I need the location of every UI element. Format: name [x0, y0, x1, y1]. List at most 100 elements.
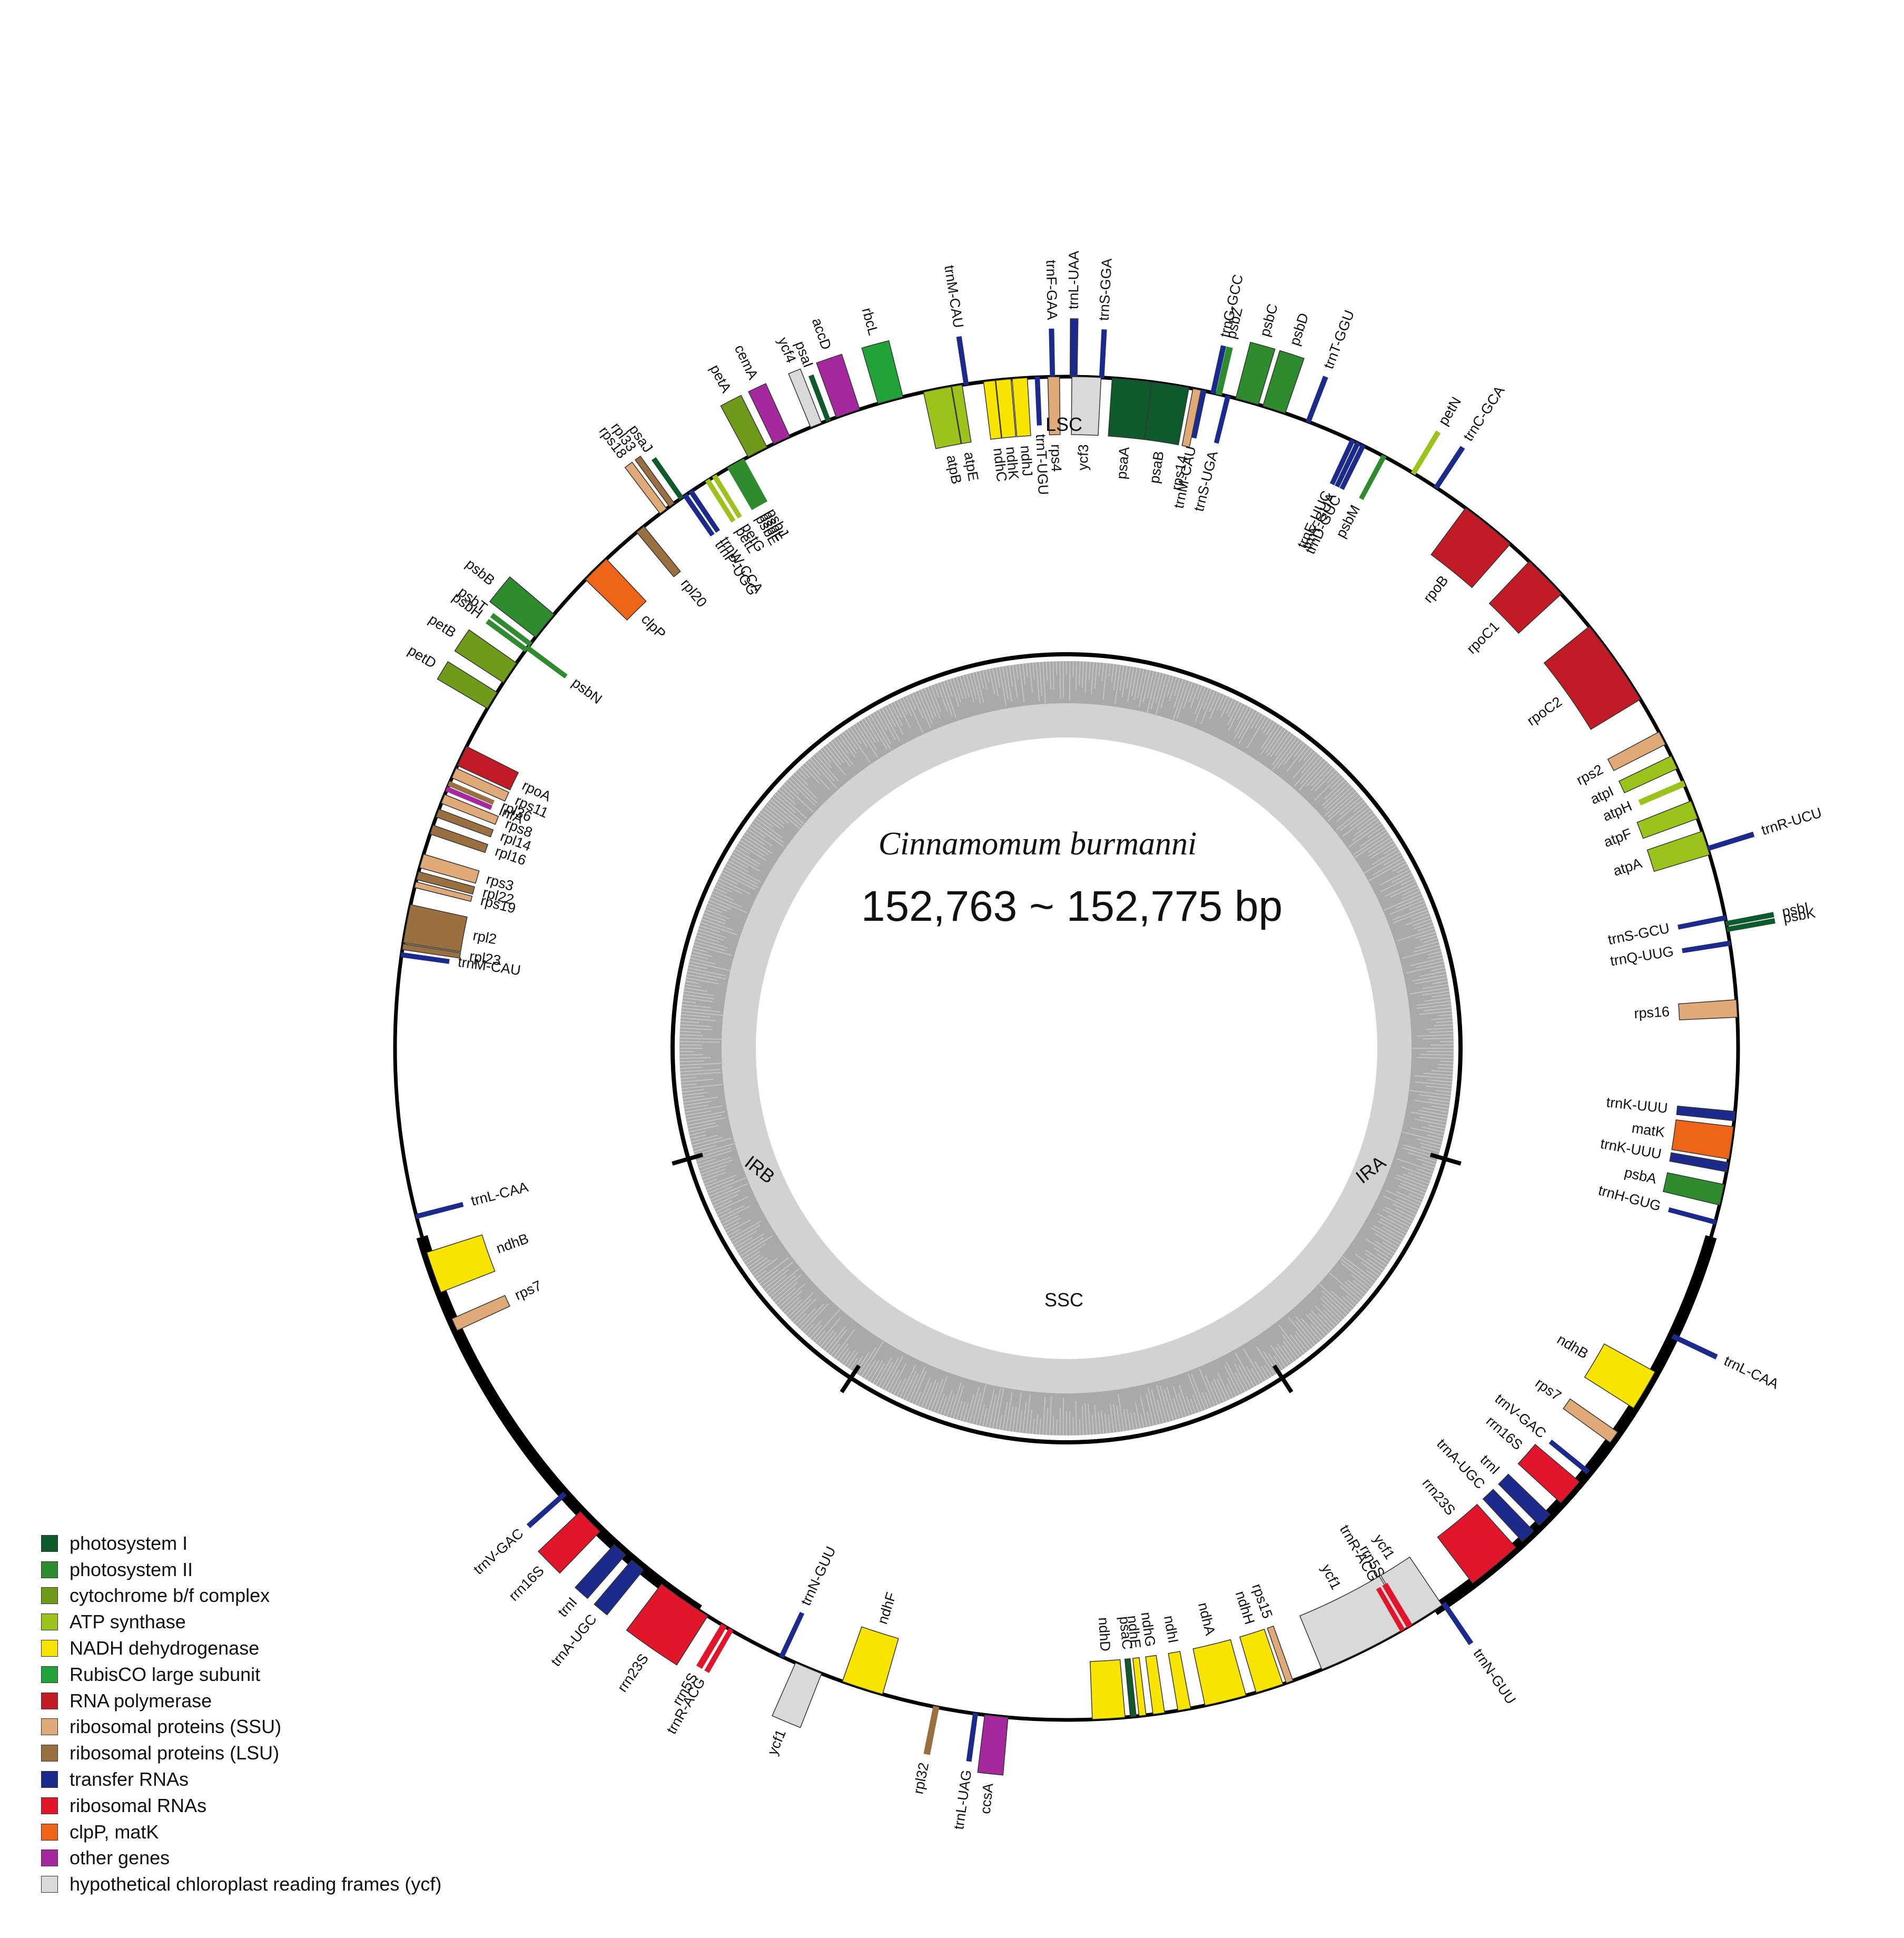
- gene-label-rps2: rps2: [1574, 761, 1605, 788]
- gene-label-ndhi: ndhI: [1161, 1615, 1181, 1645]
- gene-block-rrn23s: [626, 1583, 708, 1666]
- gene-label-psbd: psbD: [1287, 311, 1312, 348]
- legend-label: ribosomal proteins (SSU): [70, 1716, 282, 1738]
- legend-label: RNA polymerase: [70, 1689, 212, 1711]
- gene-label-trnv-gac: trnV-GAC: [470, 1526, 526, 1578]
- gene-block-atpa: [1646, 831, 1710, 872]
- gene-block-cema: [748, 383, 791, 445]
- gene-block-psbd: [1262, 350, 1305, 414]
- gene-label-rpob: rpoB: [1420, 573, 1451, 606]
- region-boundary-2: [840, 1364, 861, 1393]
- gene-label-rrn23s: rrn23S: [1419, 1475, 1458, 1519]
- gene-block-rpl16: [429, 824, 489, 853]
- gene-block-trns-uga: [1214, 395, 1231, 444]
- legend-item-cytochrome-b-f-complex: cytochrome b/f complex: [41, 1583, 441, 1609]
- gene-block-rpl23: [401, 943, 461, 959]
- species-name: Cinnamomum burmanni: [879, 826, 1197, 862]
- gene-block-trnc-gca: [1433, 446, 1465, 490]
- legend-label: transfer RNAs: [70, 1768, 189, 1791]
- gene-label-trnq-uug: trnQ-UUG: [1609, 943, 1675, 969]
- gene-block-atph: [1638, 780, 1686, 805]
- gene-block-trnd-guc: [1339, 444, 1366, 490]
- gene-block-ycf1: [1299, 1576, 1410, 1670]
- gene-block-rps15: [1267, 1625, 1294, 1684]
- gene-block-trnw-cca: [688, 489, 721, 533]
- gene-label-psbn: psbN: [569, 675, 605, 707]
- legend-item-ribosomal-rnas: ribosomal RNAs: [41, 1793, 441, 1819]
- legend-swatch: [41, 1850, 58, 1867]
- gene-block-trnm-cau: [400, 952, 450, 964]
- gene-label-trni: trnI: [555, 1594, 580, 1620]
- gene-block-rps19: [414, 881, 473, 902]
- gene-label-cema: cemA: [732, 342, 761, 382]
- legend-label: photosystem I: [70, 1532, 188, 1554]
- legend-swatch: [41, 1640, 58, 1657]
- gene-block-rpoc1: [1488, 560, 1562, 634]
- gene-block-psaj: [652, 457, 684, 500]
- gene-block-petb: [454, 629, 517, 683]
- gene-block-psab: [1144, 381, 1190, 446]
- gene-block-ycf4: [788, 368, 822, 428]
- gene-label-ycf1: ycf1: [764, 1727, 789, 1757]
- legend-item-hypothetical-chloroplast-reading-frames-ycf-: hypothetical chloroplast reading frames …: [41, 1871, 441, 1897]
- gene-block-ccsa: [977, 1714, 1009, 1776]
- gene-label-rpoc1: rpoC1: [1464, 618, 1502, 657]
- gene-label-psaa: psaA: [1113, 446, 1132, 480]
- legend-item-clpp-matk: clpP, matK: [41, 1819, 441, 1845]
- legend-swatch: [41, 1745, 58, 1762]
- gene-label-ycf1: ycf1: [1318, 1562, 1344, 1592]
- gene-block-peta: [720, 395, 768, 458]
- legend-label: other genes: [70, 1847, 170, 1869]
- gene-label-psbc: psbC: [1257, 302, 1281, 338]
- legend-swatch: [41, 1614, 58, 1631]
- gene-block-ndhc: [983, 380, 1002, 440]
- gene-block-psbm: [1359, 454, 1387, 500]
- gene-label-rpl32: rpl32: [910, 1761, 932, 1795]
- gene-label-ndhc: ndhC: [990, 447, 1010, 483]
- gene-block-trne-uuc: [1329, 438, 1355, 486]
- gene-block-trnh-gug: [1668, 1207, 1717, 1225]
- gene-label-psba: psbA: [1623, 1164, 1658, 1187]
- gene-block-atpe: [951, 384, 972, 445]
- gene-block-trnk-uuu: [1676, 1105, 1736, 1122]
- gene-label-rps16: rps16: [1634, 1004, 1670, 1021]
- gene-label-trnt-ggu: trnT-GGU: [1320, 308, 1357, 371]
- gene-block-ndhd: [1089, 1659, 1126, 1720]
- gc-ring-inner: [756, 737, 1377, 1359]
- gene-label-matk: matK: [1631, 1120, 1666, 1140]
- gene-block-rpl22: [416, 871, 475, 895]
- legend-swatch: [41, 1534, 58, 1552]
- gene-block-trnt-ugu: [1034, 376, 1042, 426]
- gene-label-atpa: atpA: [1611, 855, 1644, 879]
- gene-label-ccsa: ccsA: [977, 1783, 996, 1815]
- gene-label-trnl-uag: trnL-UAG: [951, 1769, 974, 1831]
- gene-block-trnf-gaa: [1049, 328, 1055, 378]
- gene-label-rrn23s: rrn23S: [614, 1651, 652, 1695]
- gene-block-trna-ugc: [594, 1559, 644, 1616]
- region-label-ssc: SSC: [1044, 1289, 1083, 1311]
- gene-block-rpob: [1431, 507, 1511, 588]
- legend-item-transfer-rnas: transfer RNAs: [41, 1766, 441, 1793]
- gene-block-psbn: [525, 645, 568, 679]
- region-boundary-1: [1272, 1364, 1294, 1393]
- gene-block-rpoa: [457, 746, 519, 791]
- gene-label-trnl-caa: trnL-CAA: [1722, 1353, 1781, 1392]
- legend-item-atp-synthase: ATP synthase: [41, 1609, 441, 1635]
- legend-label: cytochrome b/f complex: [70, 1585, 270, 1607]
- gene-block-trns-gga: [1099, 329, 1107, 379]
- region-boundary-3: [672, 1153, 704, 1166]
- gene-block-ndhj: [1011, 377, 1031, 437]
- legend-swatch: [41, 1587, 58, 1605]
- gene-label-ndhf: ndhF: [874, 1590, 899, 1626]
- gene-label-trnl-uaa: trnL-UAA: [1066, 251, 1082, 309]
- gene-block-trnn-guu: [1441, 1601, 1474, 1646]
- gene-label-rps7: rps7: [512, 1277, 544, 1303]
- gene-label-trng-gcc: trnG-GCC: [1217, 273, 1246, 339]
- gene-label-ycf3: ycf3: [1075, 444, 1091, 470]
- gene-block-ndhi: [1168, 1651, 1191, 1711]
- legend-label: NADH dehydrogenase: [70, 1637, 260, 1659]
- gene-block-ycf1: [772, 1662, 822, 1728]
- legend-label: clpP, matK: [70, 1821, 159, 1843]
- gene-block-rbcl: [861, 340, 904, 405]
- gene-label-ndha: ndhA: [1195, 1601, 1218, 1637]
